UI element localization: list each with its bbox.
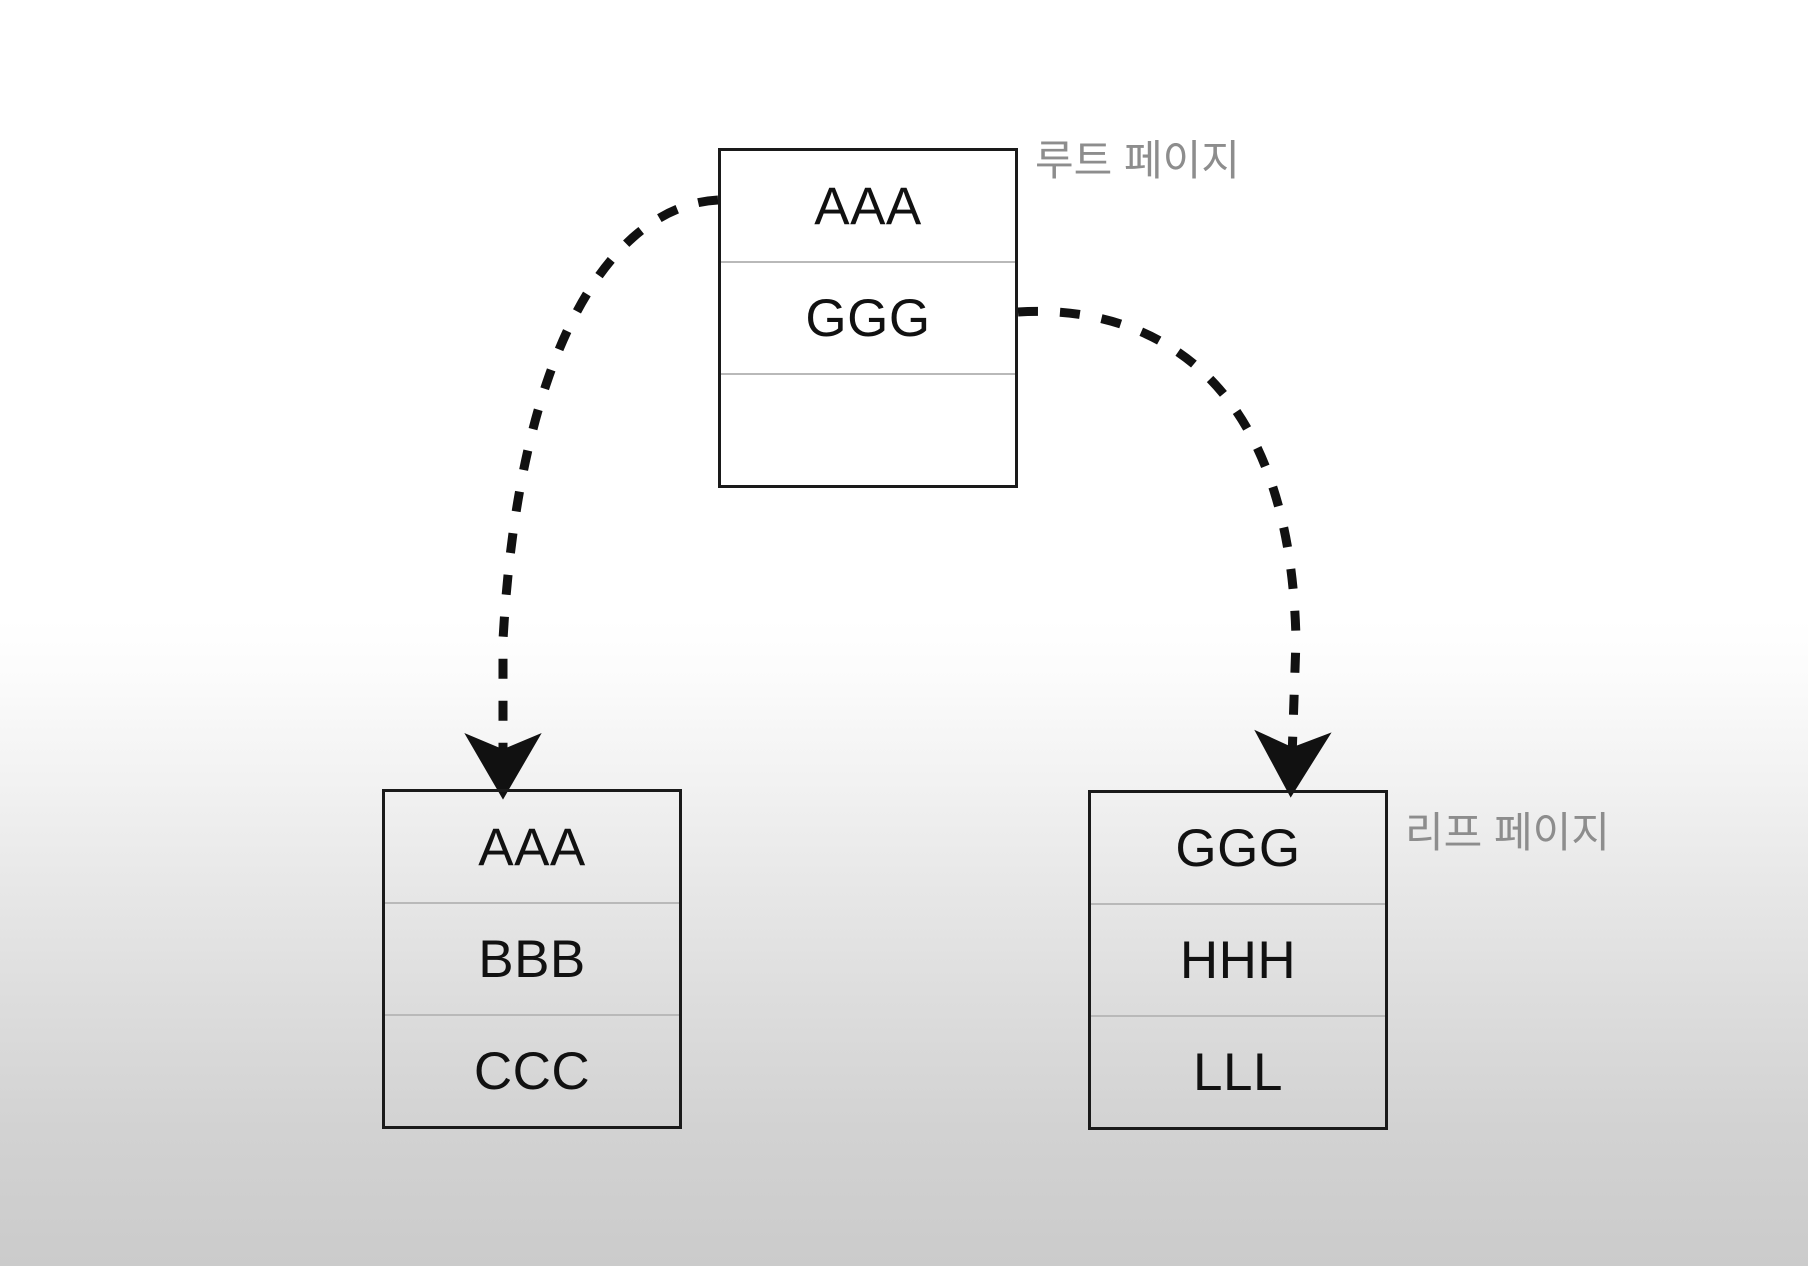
root-slot-1[interactable]: GGG: [721, 263, 1015, 375]
left-leaf-page-node[interactable]: AAA BBB CCC: [382, 789, 682, 1129]
edge-root-ggg-to-right-leaf: [1017, 306, 1332, 798]
right-leaf-slot-1[interactable]: HHH: [1091, 905, 1385, 1017]
leaf-page-label: 리프 페이지: [1405, 809, 1610, 856]
left-leaf-slot-0[interactable]: AAA: [385, 792, 679, 904]
root-slot-2-empty[interactable]: [721, 375, 1015, 485]
right-leaf-page-node[interactable]: GGG HHH LLL: [1088, 790, 1388, 1130]
root-page-label: 루트 페이지: [1035, 137, 1240, 184]
left-leaf-slot-2[interactable]: CCC: [473, 1041, 591, 1101]
right-leaf-slot-2[interactable]: LLL: [1193, 1042, 1283, 1102]
root-slot-0[interactable]: AAA: [721, 151, 1015, 263]
root-page-node[interactable]: AAA GGG: [718, 148, 1018, 488]
left-leaf-slot-1[interactable]: BBB: [385, 904, 679, 1016]
right-leaf-slot-0[interactable]: GGG: [1091, 793, 1385, 905]
edge-root-aaa-to-left-leaf: [464, 195, 719, 800]
